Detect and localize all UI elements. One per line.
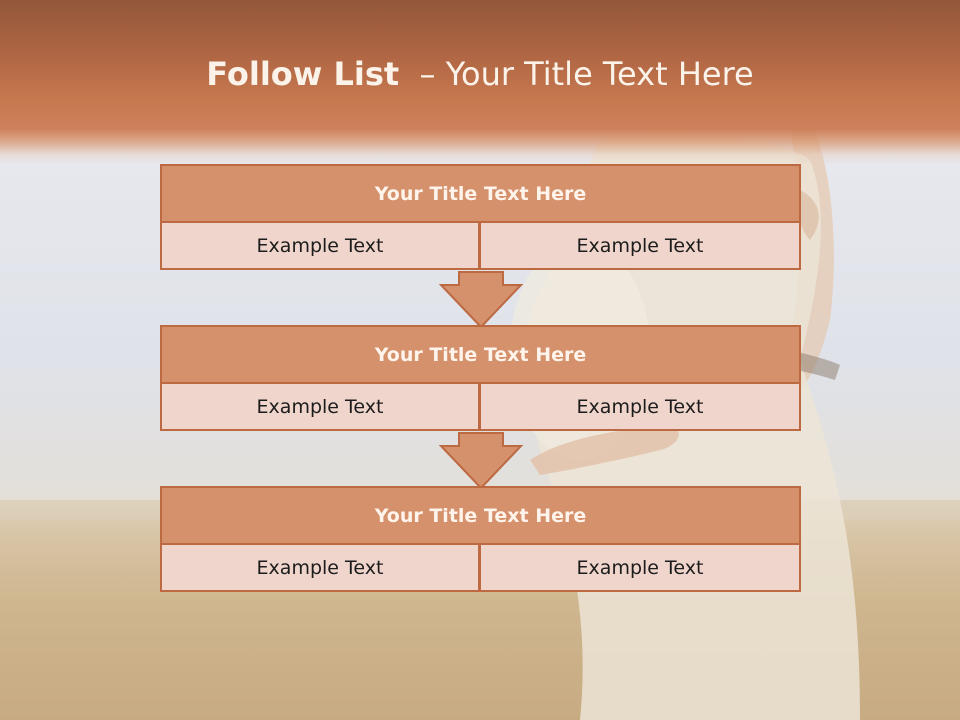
step-cell-left: Example Text xyxy=(160,543,480,592)
step-title: Your Title Text Here xyxy=(160,325,801,384)
step-cell-left: Example Text xyxy=(160,382,480,431)
step-cell-right: Example Text xyxy=(479,382,801,431)
down-arrow-icon xyxy=(438,271,524,329)
step-block-3: Your Title Text Here Example Text Exampl… xyxy=(160,486,801,592)
step-block-2: Your Title Text Here Example Text Exampl… xyxy=(160,325,801,431)
step-cell-right: Example Text xyxy=(479,543,801,592)
step-title: Your Title Text Here xyxy=(160,164,801,223)
page-title: Follow List – Your Title Text Here xyxy=(0,55,960,93)
title-rest: – Your Title Text Here xyxy=(419,55,754,93)
step-block-1: Your Title Text Here Example Text Exampl… xyxy=(160,164,801,270)
step-cell-right: Example Text xyxy=(479,221,801,270)
header-bar xyxy=(0,0,960,165)
step-title: Your Title Text Here xyxy=(160,486,801,545)
down-arrow-icon xyxy=(438,432,524,490)
title-bold: Follow List xyxy=(206,55,400,93)
step-cell-left: Example Text xyxy=(160,221,480,270)
